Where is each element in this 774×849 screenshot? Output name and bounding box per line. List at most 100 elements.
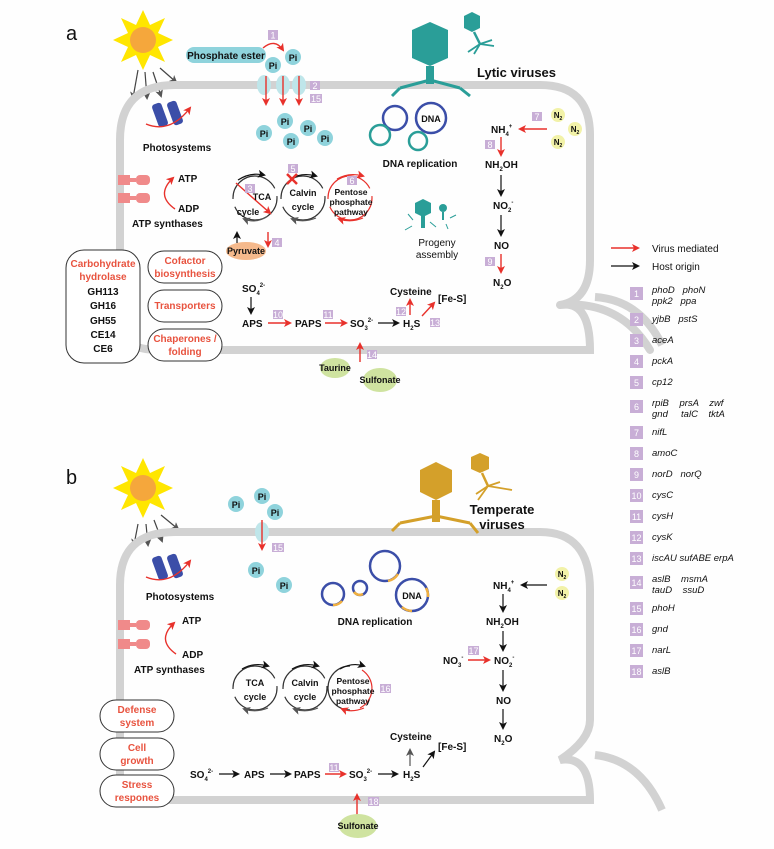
legend-badge-number: 12	[631, 533, 641, 543]
atp-label: ATP	[182, 616, 202, 627]
dna-label: DNA	[402, 591, 422, 601]
svg-text:Pi: Pi	[232, 500, 241, 510]
photosystem-icon	[145, 100, 192, 128]
svg-text:hydrolase: hydrolase	[79, 272, 127, 283]
svg-text:Cysteine: Cysteine	[390, 732, 432, 743]
svg-text:N2: N2	[558, 589, 567, 600]
n2-molecule: N2	[551, 108, 565, 122]
legend-badge	[630, 552, 643, 565]
svg-text:TCA: TCA	[253, 192, 272, 202]
pi-molecule: Pi	[265, 57, 281, 73]
svg-text:N2: N2	[554, 138, 563, 149]
svg-text:Chaperones /: Chaperones /	[153, 334, 217, 345]
legend-gene-names: aslB	[652, 666, 671, 677]
pi-molecule: Pi	[248, 562, 264, 578]
legend-gene-names: nifL	[652, 427, 667, 438]
function-pills-a: Cofactor biosynthesis Transporters Chape…	[147, 250, 223, 362]
badge-14	[367, 350, 377, 359]
svg-text:GH16: GH16	[90, 301, 117, 312]
svg-text:Cysteine: Cysteine	[390, 287, 432, 298]
svg-text:N2O: N2O	[494, 734, 513, 747]
svg-text:Pi: Pi	[321, 134, 330, 144]
svg-text:N2O: N2O	[493, 278, 512, 291]
legend-badge	[630, 426, 643, 439]
nitrogen-pathway-a: N2 N2 N2 NH4+ NH2OH NO2- NO N2O	[485, 108, 582, 291]
badge-8	[485, 140, 495, 149]
calvin-block-x-icon	[286, 173, 298, 185]
svg-text:CE6: CE6	[93, 344, 113, 355]
n2-molecule: N2	[568, 122, 582, 136]
legend-gene-names: iscAU sufABE erpA	[652, 553, 734, 564]
svg-text:NO: NO	[494, 241, 509, 252]
svg-text:Pi: Pi	[269, 61, 278, 71]
svg-text:NO3-: NO3-	[443, 655, 463, 669]
badge-13	[430, 318, 440, 327]
svg-text:viruses: viruses	[479, 517, 525, 532]
nitrogen-pathway-b: N2 N2 NH4+ NH2OH NO3- NO2- NO N2O	[443, 567, 569, 747]
legend-badge-number: 14	[631, 578, 641, 588]
n2-molecule: N2	[555, 586, 569, 600]
legend-badge-number: 2	[634, 315, 639, 325]
legend-gene-names: yjbB pstS	[651, 314, 698, 325]
svg-text:Phosphate ester: Phosphate ester	[187, 51, 265, 62]
legend-entry: 2 yjbB pstS	[630, 313, 698, 326]
panel-a: a Phosphate ester 1 Pi Pi	[65, 10, 666, 392]
progeny-virus-icon	[404, 199, 457, 231]
legend-badge-number: 1	[634, 289, 639, 299]
svg-text:12: 12	[396, 307, 406, 317]
svg-text:biosynthesis: biosynthesis	[154, 269, 216, 280]
svg-text:CE14: CE14	[90, 330, 115, 341]
legend-entry: 13 iscAU sufABE erpA	[630, 552, 734, 565]
panel-b-label: b	[66, 467, 77, 489]
svg-text:SO42-: SO42-	[242, 283, 265, 297]
legend-host-origin: Host origin	[652, 262, 700, 273]
svg-text:Pi: Pi	[287, 137, 296, 147]
temperate-viruses-label: Temperate	[470, 502, 535, 517]
badge-9	[485, 257, 495, 266]
dna-replication-label: DNA replication	[383, 159, 458, 170]
membrane-tail	[594, 751, 666, 812]
legend-badge	[630, 355, 643, 368]
svg-text:13: 13	[430, 318, 440, 328]
svg-text:Pi: Pi	[258, 492, 267, 502]
legend-gene-names: cysK	[652, 532, 673, 543]
legend-badge	[630, 313, 643, 326]
svg-text:N2: N2	[554, 111, 563, 122]
lytic-virus-icon	[390, 12, 495, 98]
legend-badge	[630, 665, 643, 678]
pi-uptake-arrows	[262, 76, 303, 106]
svg-text:NH4+: NH4+	[493, 580, 515, 594]
svg-text:15: 15	[273, 543, 283, 553]
badge-3	[245, 184, 255, 193]
legend-badge-number: 9	[634, 470, 639, 480]
svg-text:APS: APS	[242, 319, 263, 330]
svg-text:SO32-: SO32-	[349, 769, 372, 783]
svg-text:4: 4	[274, 238, 279, 248]
svg-text:NH4+: NH4+	[491, 124, 513, 138]
legend-badge-number: 13	[631, 554, 641, 564]
legend-badge	[630, 287, 643, 300]
panel-b: b Pi Pi Pi 15 Pi Pi	[66, 453, 666, 838]
badge-18	[368, 797, 379, 806]
progeny-label: Progeny	[418, 238, 455, 249]
svg-text:Pi: Pi	[289, 53, 298, 63]
legend-entry: 12 cysK	[630, 531, 673, 544]
photosystems-label: Photosystems	[146, 592, 215, 603]
svg-text:17: 17	[468, 646, 478, 656]
legend-badge	[630, 468, 643, 481]
legend-gene-names: cp12	[652, 377, 673, 388]
legend-badge-number: 15	[631, 604, 641, 614]
pentose-phosphate-pathway: Pentose phosphate pathway	[327, 660, 375, 715]
legend-gene-names: cysC	[652, 490, 673, 501]
